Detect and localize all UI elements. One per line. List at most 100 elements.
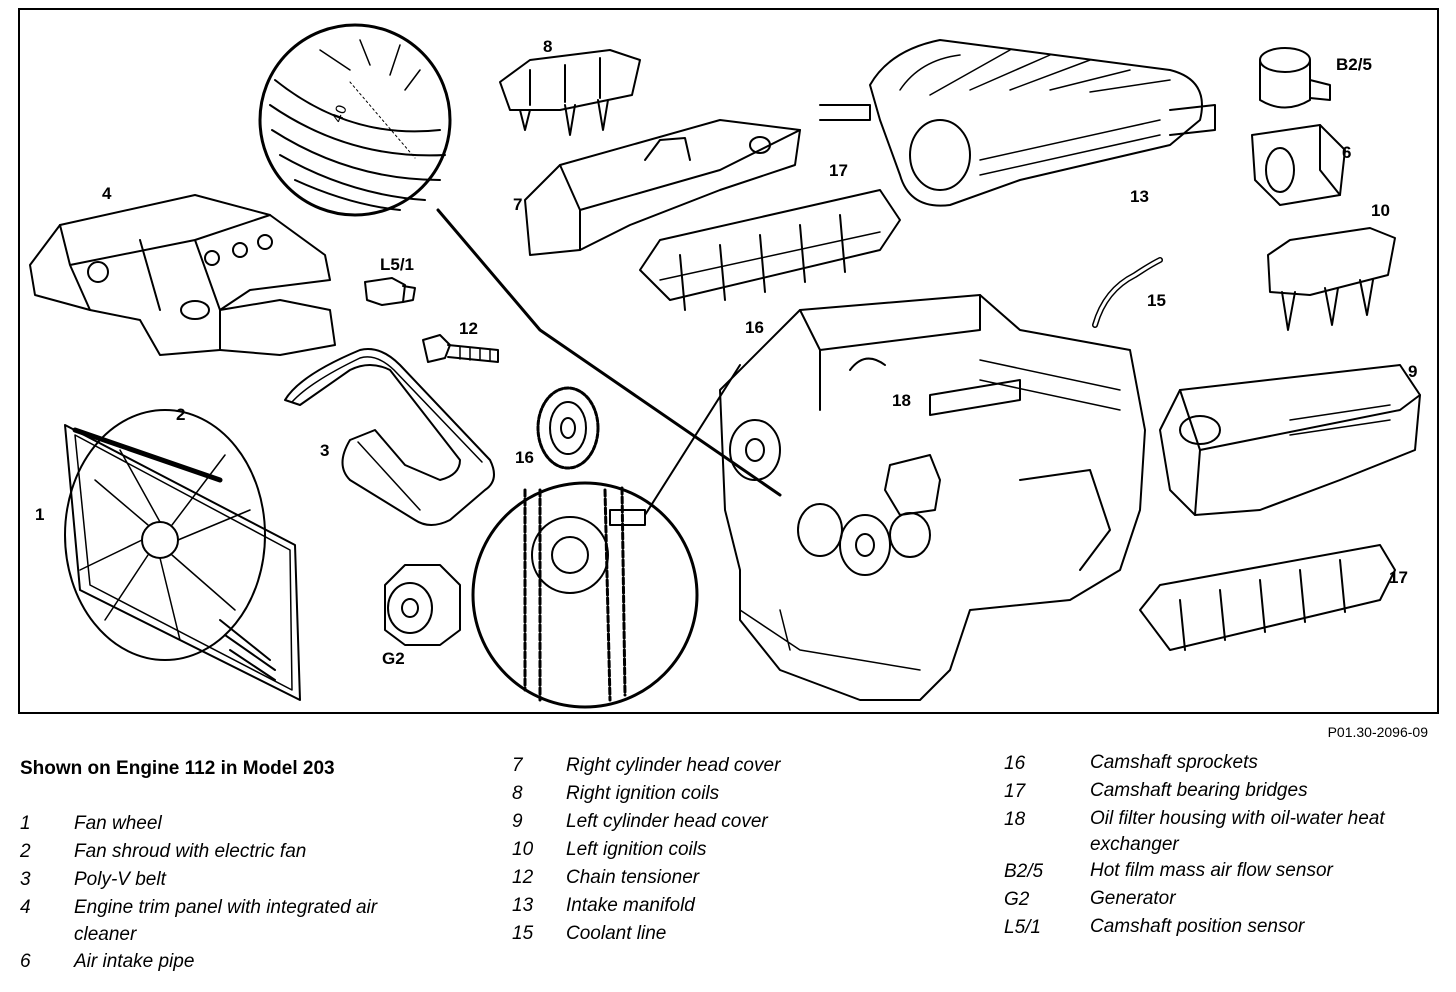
callout-10: 10 [1371,201,1390,220]
camshaft-position-sensor-drawing [364,277,416,306]
legend-item: 4 Engine trim panel with integrated air c… [20,894,460,948]
legend-item: G2 Generator [1004,886,1424,914]
legend-desc: Camshaft sprockets [1090,752,1258,773]
callout-7: 7 [513,195,523,214]
callout-l5-1: L5/1 [380,255,415,274]
camshaft-bearing-bridge-lower-drawing [1139,544,1396,651]
callout-16-upper: 16 [745,318,764,337]
legend-desc: Camshaft bearing bridges [1090,780,1308,801]
legend-key: 6 [20,951,31,972]
legend-desc: Hot film mass air flow sensor [1090,860,1333,881]
legend-item: 2 Fan shroud with electric fan [20,838,460,866]
callout-4: 4 [102,184,112,203]
callout-16-lower: 16 [515,448,534,467]
exploded-engine-diagram: 40 [18,8,1439,714]
camshaft-sprocket-drawing [536,386,600,470]
legend-key: 2 [20,841,31,862]
legend-desc: Air intake pipe [74,951,195,972]
callout-2: 2 [176,405,186,424]
callout-15: 15 [1147,291,1166,310]
legend-item: 10 Left ignition coils [512,836,872,864]
callout-8: 8 [543,37,553,56]
legend-item: 1 Fan wheel [20,810,460,838]
legend-key: 17 [1004,781,1026,802]
legend-desc: Oil filter housing with oil-water heat e… [1090,808,1385,855]
callout-1: 1 [35,505,45,524]
callout-9: 9 [1408,362,1418,381]
legend-item: 16 Camshaft sprockets [1004,750,1424,778]
legend-key: 16 [1004,753,1026,774]
legend-desc: Fan shroud with electric fan [74,841,307,862]
generator-drawing [384,564,461,646]
legend-item: 3 Poly-V belt [20,866,460,894]
callout-17-upper: 17 [829,161,848,180]
chain-detail-magnifier [471,364,741,709]
callout-18: 18 [892,391,911,410]
legend-item: 8 Right ignition coils [512,780,872,808]
legend-key: G2 [1004,889,1030,910]
right-ignition-coils-drawing [499,49,641,136]
legend-item: 12 Chain tensioner [512,864,872,892]
legend-item: 6 Air intake pipe [20,948,460,976]
legend-desc: Poly-V belt [74,869,166,890]
legend-item: 17 Camshaft bearing bridges [1004,778,1424,806]
legend-desc: Left cylinder head cover [566,811,768,832]
camshaft-bearing-bridge-upper-drawing [639,189,901,311]
left-ignition-coils-drawing [1267,227,1396,331]
chain-tensioner-drawing [422,334,499,363]
legend-key: 1 [20,813,31,834]
legend-item: 18 Oil filter housing with oil-water heat… [1004,806,1424,858]
legend-column-2: 7 Right cylinder head cover 8 Right igniti… [512,752,872,948]
fan-and-shroud-drawing [64,409,301,701]
legend-desc: Generator [1090,888,1176,909]
figure-reference-code: P01.30-2096-09 [1327,724,1428,740]
intake-manifold-drawing [819,39,1216,207]
legend-desc: Right cylinder head cover [566,755,781,776]
engine-block-drawing [719,294,1146,701]
left-cylinder-head-cover-drawing [1159,364,1421,516]
engine-parts-drawing: 40 [29,23,1421,709]
callout-3: 3 [320,441,330,460]
pulley-detail-magnifier: 40 [258,23,782,497]
callout-6: 6 [1342,143,1352,162]
right-cylinder-head-cover-drawing [524,119,801,256]
legend-key: L5/1 [1004,917,1041,938]
legend-key: 4 [20,897,31,918]
coolant-line-drawing [1092,257,1163,328]
legend-key: 8 [512,783,523,804]
legend-desc: Right ignition coils [566,783,720,804]
callout-12: 12 [459,319,478,338]
legend-item: 9 Left cylinder head cover [512,808,872,836]
legend-title: Shown on Engine 112 in Model 203 [20,758,335,779]
legend-item: L5/1 Camshaft position sensor [1004,914,1424,942]
legend-desc: Camshaft position sensor [1090,916,1305,937]
legend-desc: Intake manifold [566,895,695,916]
legend-desc: Chain tensioner [566,867,700,888]
legend-key: 15 [512,923,534,944]
legend-column-3: 16 Camshaft sprockets 17 Camshaft bearing … [1004,750,1424,942]
legend-key: 18 [1004,809,1026,830]
callout-13: 13 [1130,187,1149,206]
legend-key: B2/5 [1004,861,1044,882]
air-flow-sensor-and-intake-pipe-drawing [1251,47,1346,206]
legend-key: 7 [512,755,523,776]
callout-b2-5: B2/5 [1336,55,1372,74]
legend-column-1: 1 Fan wheel 2 Fan shroud with electric fan… [20,810,460,976]
callout-g2: G2 [382,649,405,668]
legend-item: 15 Coolant line [512,920,872,948]
legend-key: 13 [512,895,534,916]
legend-key: 10 [512,839,534,860]
legend-key: 9 [512,811,523,832]
svg-text:40: 40 [330,103,351,125]
legend-desc: Left ignition coils [566,839,707,860]
callout-17-lower: 17 [1389,568,1408,587]
legend-key: 3 [20,869,31,890]
legend-desc: Engine trim panel with integrated air cl… [74,897,378,945]
legend-key: 12 [512,867,534,888]
legend-item: 13 Intake manifold [512,892,872,920]
legend-item: B2/5 Hot film mass air flow sensor [1004,858,1424,886]
legend-desc: Fan wheel [74,813,162,834]
engine-trim-panel-drawing [29,194,336,356]
legend-item: 7 Right cylinder head cover [512,752,872,780]
legend-desc: Coolant line [566,923,667,944]
